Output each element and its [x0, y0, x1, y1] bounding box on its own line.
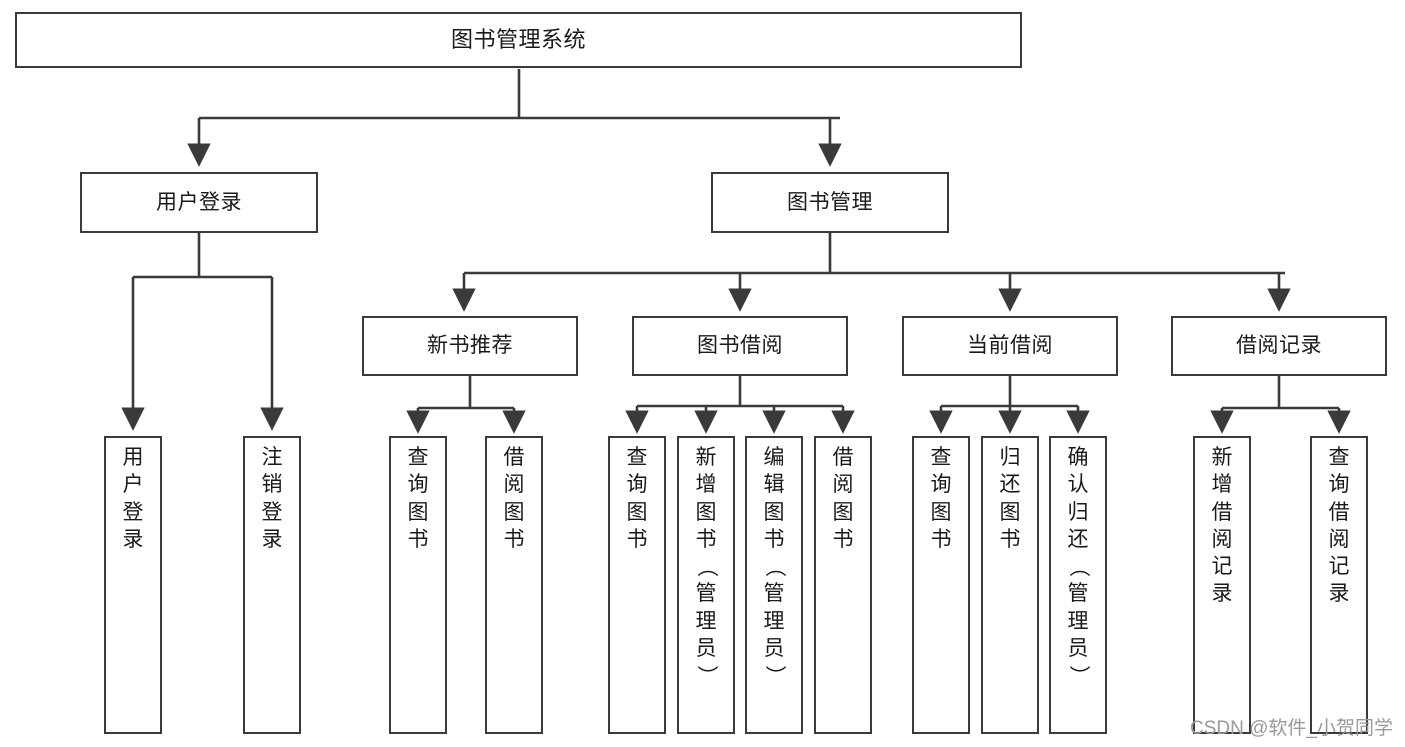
node-leaf-return-book-label: 归还图书 [999, 446, 1021, 551]
node-leaf-confirm-return[interactable]: 确认归还（管理员） [1049, 436, 1107, 734]
node-leaf-query-book-3-label: 查询图书 [930, 446, 952, 551]
node-leaf-add-record-label: 新增借阅记录 [1211, 446, 1233, 606]
node-leaf-logout-label: 注销登录 [261, 446, 283, 551]
node-leaf-borrow-book-1[interactable]: 借阅图书 [485, 436, 543, 734]
node-leaf-return-book[interactable]: 归还图书 [981, 436, 1039, 734]
node-user-login[interactable]: 用户登录 [80, 172, 318, 233]
node-book-borrow-label: 图书借阅 [697, 334, 783, 358]
node-current-borrow-label: 当前借阅 [967, 334, 1053, 358]
node-leaf-query-book-1[interactable]: 查询图书 [389, 436, 447, 734]
node-leaf-query-book-2[interactable]: 查询图书 [608, 436, 666, 734]
node-new-book-rec-label: 新书推荐 [427, 334, 513, 358]
node-leaf-user-login-label: 用户登录 [122, 446, 144, 551]
node-leaf-query-book-1-label: 查询图书 [407, 446, 429, 551]
node-leaf-query-record-label: 查询借阅记录 [1328, 446, 1350, 606]
node-leaf-edit-book-label: 编辑图书（管理员） [762, 446, 786, 687]
node-leaf-add-record[interactable]: 新增借阅记录 [1193, 436, 1251, 734]
node-leaf-query-record[interactable]: 查询借阅记录 [1310, 436, 1368, 734]
node-leaf-borrow-book-1-label: 借阅图书 [503, 446, 525, 551]
node-leaf-logout[interactable]: 注销登录 [243, 436, 301, 734]
node-borrow-record[interactable]: 借阅记录 [1171, 316, 1387, 376]
node-book-manage[interactable]: 图书管理 [711, 172, 949, 233]
node-leaf-add-book-label: 新增图书（管理员） [694, 446, 718, 687]
node-book-borrow[interactable]: 图书借阅 [632, 316, 848, 376]
node-leaf-borrow-book-2[interactable]: 借阅图书 [814, 436, 872, 734]
watermark: CSDN @软件_小贺同学 [1190, 718, 1393, 739]
node-current-borrow[interactable]: 当前借阅 [902, 316, 1118, 376]
node-leaf-user-login[interactable]: 用户登录 [104, 436, 162, 734]
node-leaf-add-book[interactable]: 新增图书（管理员） [677, 436, 735, 734]
node-user-login-label: 用户登录 [156, 190, 242, 214]
node-leaf-query-book-2-label: 查询图书 [626, 446, 648, 551]
node-root[interactable]: 图书管理系统 [15, 12, 1022, 68]
node-new-book-rec[interactable]: 新书推荐 [362, 316, 578, 376]
node-borrow-record-label: 借阅记录 [1236, 334, 1322, 358]
node-leaf-borrow-book-2-label: 借阅图书 [832, 446, 854, 551]
node-leaf-confirm-return-label: 确认归还（管理员） [1066, 446, 1090, 687]
node-root-label: 图书管理系统 [450, 26, 586, 52]
node-leaf-query-book-3[interactable]: 查询图书 [912, 436, 970, 734]
node-book-manage-label: 图书管理 [787, 190, 873, 214]
node-leaf-edit-book[interactable]: 编辑图书（管理员） [745, 436, 803, 734]
